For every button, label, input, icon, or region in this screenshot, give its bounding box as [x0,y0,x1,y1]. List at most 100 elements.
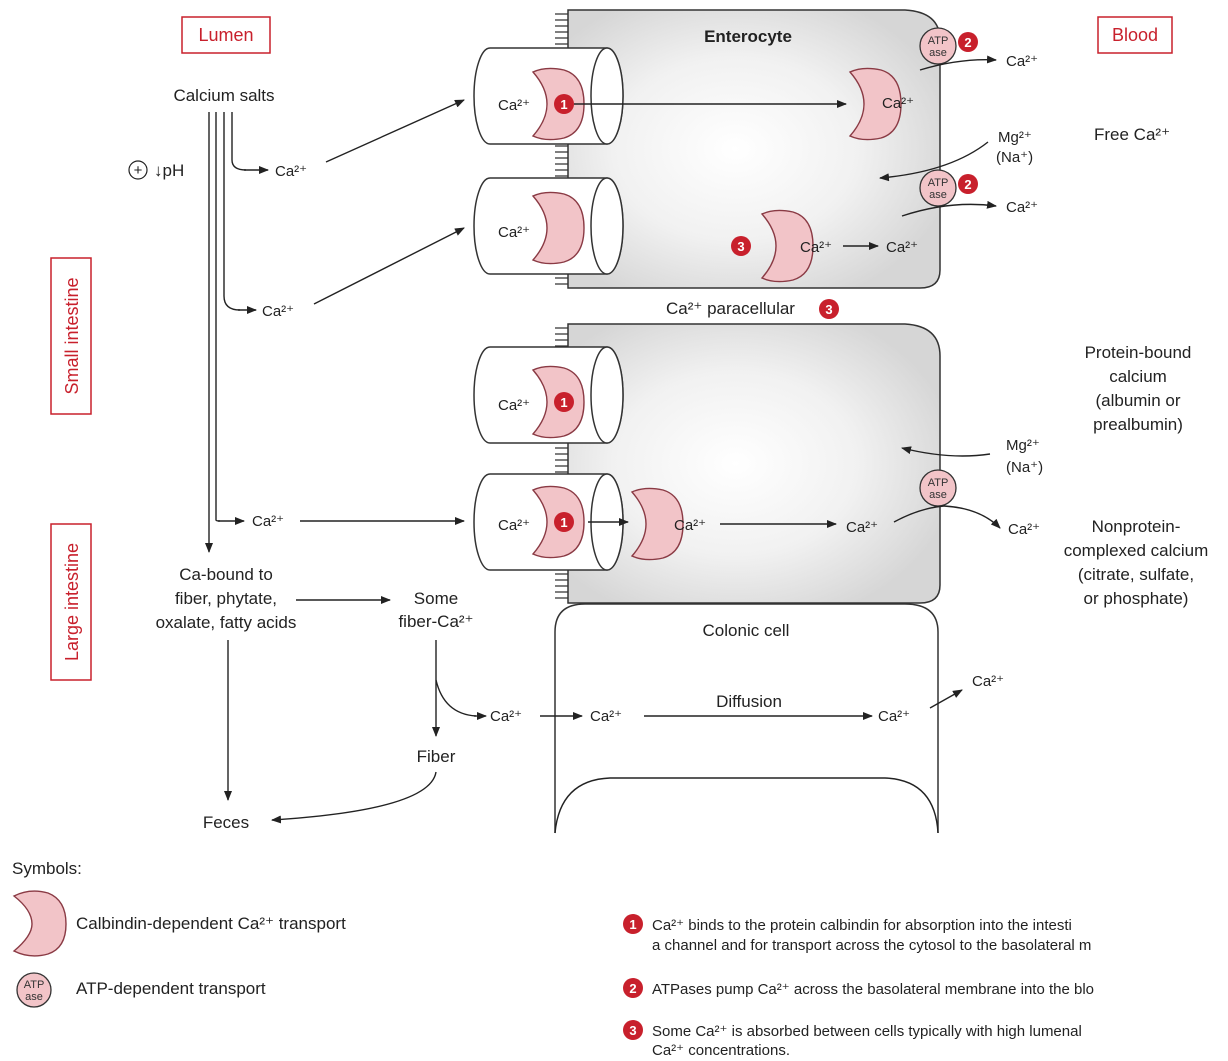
ca-bound-line-3: oxalate, fatty acids [156,613,297,632]
note-1-badge: 1 [623,914,643,934]
nonprotein-line-2: complexed calcium [1064,541,1209,560]
ca-lumen-3: Ca²⁺ [252,513,284,530]
colonic-cell [554,603,939,833]
svg-text:+: + [134,162,143,179]
note-3-line-1: Some Ca²⁺ is absorbed between cells typi… [652,1023,1082,1040]
nonprotein-line-4: or phosphate) [1084,589,1189,608]
ca-blood-1: Ca²⁺ [1006,53,1038,70]
diffusion-label: Diffusion [716,692,782,711]
blood-label: Blood [1112,25,1158,45]
ca-lumen-2: Ca²⁺ [262,303,294,320]
ca-paracellular-1: Ca²⁺ [800,239,832,256]
ca-colonic-blood: Ca²⁺ [972,673,1004,690]
flow-arrows [205,55,1001,824]
note-2-badge: 2 [623,978,643,998]
badge-2-middle: 2 [958,174,978,194]
svg-text:ATP: ATP [928,477,949,489]
note-1-line-2: a channel and for transport across the c… [652,937,1091,954]
large-intestine-label: Large intestine [62,543,82,661]
svg-text:ATP: ATP [928,177,949,189]
ca-channel-1: Ca²⁺ [498,97,530,114]
ca-channel-4: Ca²⁺ [498,517,530,534]
legend-atp-icon: ATPase [16,972,52,1008]
svg-text:2: 2 [629,981,636,996]
free-ca-label: Free Ca²⁺ [1094,125,1170,144]
lumen-label: Lumen [198,25,253,45]
svg-text:1: 1 [560,97,567,112]
protein-bound-line-4: prealbumin) [1093,415,1183,434]
calbindin-cytosol-top [848,67,902,141]
badge-1-channel-3: 1 [554,392,574,412]
large-intestine-box [50,523,92,681]
calbindin-paracellular [760,209,814,283]
fiber-label: Fiber [417,747,456,766]
atpase-pump-1: ATPase [919,27,957,65]
ca-channel-2: Ca²⁺ [498,224,530,241]
blood-box [1097,16,1173,54]
nonprotein-line-1: Nonprotein- [1092,517,1181,536]
lumen-box [181,16,271,54]
badge-3-cell: 3 [731,236,751,256]
na-label-1: (Na⁺) [996,149,1033,166]
svg-text:ATP: ATP [928,35,949,47]
svg-text:ase: ase [929,489,947,501]
ph-factor: + ↓pH [128,160,184,180]
badge-1-channel-4: 1 [554,512,574,532]
protein-bound-line-3: (albumin or [1095,391,1180,410]
ca-colonic-2: Ca²⁺ [590,708,622,725]
svg-text:ase: ase [929,189,947,201]
calbindin-cytosol-lower [630,487,684,561]
legend-calbindin-icon [12,890,67,957]
legend-atp-label: ATP-dependent transport [76,979,266,998]
protein-bound-line-1: Protein-bound [1085,343,1192,362]
svg-text:2: 2 [964,35,971,50]
note-3-line-2: Ca²⁺ concentrations. [652,1042,790,1059]
svg-text:ase: ase [929,47,947,59]
nonprotein-line-3: (citrate, sulfate, [1078,565,1194,584]
svg-text:ATP: ATP [24,979,45,991]
paracellular-label: Ca²⁺ paracellular [666,299,795,318]
ca-colonic-1: Ca²⁺ [490,708,522,725]
ca-blood-2: Ca²⁺ [1006,199,1038,216]
svg-text:3: 3 [737,239,744,254]
note-2-text: ATPases pump Ca²⁺ across the basolateral… [652,981,1094,998]
atpase-pump-3: ATPase [919,469,957,507]
ca-lumen-1: Ca²⁺ [275,163,307,180]
enterocyte-cell [567,9,941,289]
colonic-cell-label: Colonic cell [703,621,790,640]
ca-paracellular-2: Ca²⁺ [886,239,918,256]
small-intestine-box [50,257,92,415]
svg-text:2: 2 [964,177,971,192]
colonic-cell-lower-edge [554,777,939,834]
badge-3-paracellular: 3 [819,299,839,319]
svg-text:3: 3 [825,302,832,317]
badge-2-top: 2 [958,32,978,52]
atpase-pump-2: ATPase [919,169,957,207]
mg-label-1: Mg²⁺ [998,129,1032,146]
calcium-salts-label: Calcium salts [173,86,274,105]
na-label-2: (Na⁺) [1006,459,1043,476]
lower-cell [567,323,941,604]
ca-basolateral-lower: Ca²⁺ [846,519,878,536]
ca-colonic-3: Ca²⁺ [878,708,910,725]
svg-text:1: 1 [629,917,636,932]
badge-1-channel-1: 1 [554,94,574,114]
note-3-badge: 3 [623,1020,643,1040]
ca-cytosol-top: Ca²⁺ [882,95,914,112]
symbols-title: Symbols: [12,859,82,878]
some-fiber-line-1: Some [414,589,458,608]
protein-bound-line-2: calcium [1109,367,1167,386]
svg-text:1: 1 [560,515,567,530]
ca-bound-line-1: Ca-bound to [179,565,273,584]
svg-text:ase: ase [25,991,43,1003]
mg-label-2: Mg²⁺ [1006,437,1040,454]
legend-calbindin-label: Calbindin-dependent Ca²⁺ transport [76,914,346,933]
ca-bound-line-2: fiber, phytate, [175,589,277,608]
note-1-line-1: Ca²⁺ binds to the protein calbindin for … [652,917,1072,934]
some-fiber-line-2: fiber-Ca²⁺ [398,612,473,631]
ca-channel-3: Ca²⁺ [498,397,530,414]
feces-label: Feces [203,813,249,832]
calbindin-channel-2 [531,191,585,265]
svg-text:1: 1 [560,395,567,410]
